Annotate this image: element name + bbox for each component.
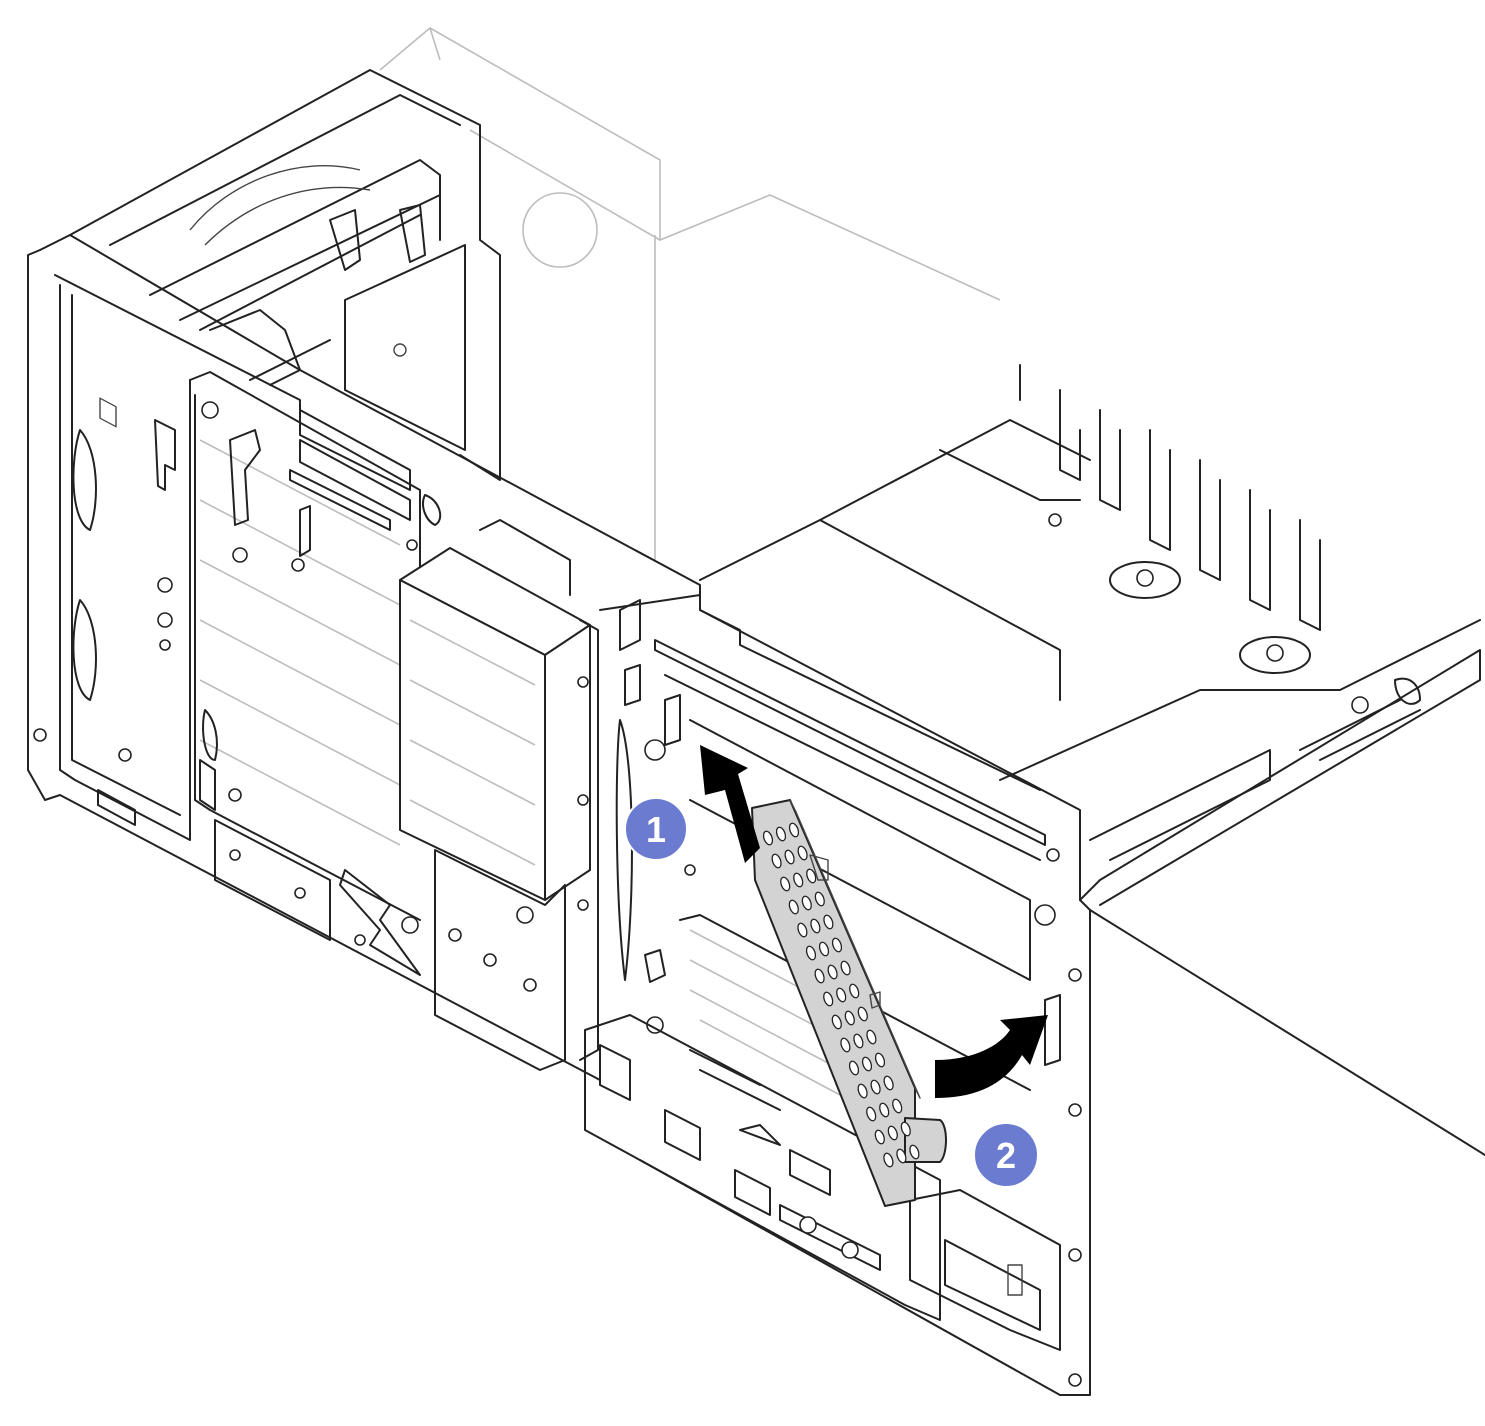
perforation-hole: [879, 1102, 890, 1118]
perforation-hole: [870, 1079, 881, 1095]
callout-1-label: 1: [646, 809, 666, 850]
perforation-hole: [818, 941, 830, 957]
perforation-hole: [866, 1106, 877, 1122]
perforation-hole: [840, 1037, 851, 1053]
slot-panel: [289, 409, 442, 572]
perforation-hole: [896, 1148, 907, 1164]
perforation-hole: [836, 987, 847, 1003]
hard-drive-cage: [399, 519, 599, 1071]
perforation-hole: [805, 945, 817, 961]
perforation-hole: [780, 876, 791, 892]
optical-drive-cage: [69, 69, 501, 481]
drive-bay-panel: [189, 371, 421, 921]
perforation-hole: [831, 1014, 842, 1030]
perforation-hole: [827, 964, 838, 980]
perforation-hole: [861, 1056, 873, 1072]
callout-1: 1: [624, 797, 688, 861]
chassis-front-frame: [27, 234, 1091, 1396]
perforation-hole: [883, 1075, 894, 1091]
perforation-hole: [775, 826, 787, 842]
perforation-hole: [892, 1098, 903, 1114]
arrow-1-slide-up: [700, 745, 760, 863]
perforation-hole: [823, 991, 834, 1007]
perforation-hole: [909, 1144, 920, 1160]
callout-2: 2: [973, 1122, 1039, 1188]
cooling-shroud: [699, 364, 1485, 1156]
perforation-hole: [840, 960, 851, 976]
lower-mounting-plate: [97, 789, 421, 976]
perforation-hole: [806, 868, 817, 884]
perforation-hole: [883, 1152, 894, 1168]
perforation-hole: [762, 830, 774, 846]
perforation-hole: [788, 822, 800, 838]
perforation-hole: [831, 937, 843, 953]
perforation-hole: [823, 914, 834, 930]
perforation-hole: [849, 983, 860, 999]
perforation-hole: [874, 1052, 886, 1068]
perforation-hole: [814, 891, 825, 907]
perforation-hole: [866, 1029, 877, 1045]
perforation-hole: [810, 918, 821, 934]
perforation-hole: [848, 1060, 860, 1076]
perforation-hole: [857, 1083, 868, 1099]
expansion-slot-area: [599, 594, 1082, 1387]
bracket-perforations: [762, 822, 920, 1168]
perforation-hole: [788, 899, 799, 915]
perforation-hole: [844, 1010, 855, 1026]
callout-2-label: 2: [996, 1135, 1016, 1176]
perforation-hole: [784, 849, 795, 865]
perforation-hole: [771, 853, 782, 869]
perforation-hole: [793, 872, 804, 888]
perforation-hole: [814, 968, 825, 984]
perforation-hole: [853, 1033, 864, 1049]
rear-io-panel: [584, 1014, 1061, 1351]
power-supply-housing: [379, 27, 1001, 560]
arrow-2-rotate: [935, 1015, 1048, 1098]
perforation-hole: [797, 845, 808, 861]
perforation-hole: [900, 1121, 911, 1137]
perforation-hole: [797, 922, 808, 938]
perforation-hole: [857, 1006, 868, 1022]
perforation-hole: [874, 1129, 885, 1145]
perforation-hole: [801, 895, 812, 911]
perforation-hole: [887, 1125, 898, 1141]
